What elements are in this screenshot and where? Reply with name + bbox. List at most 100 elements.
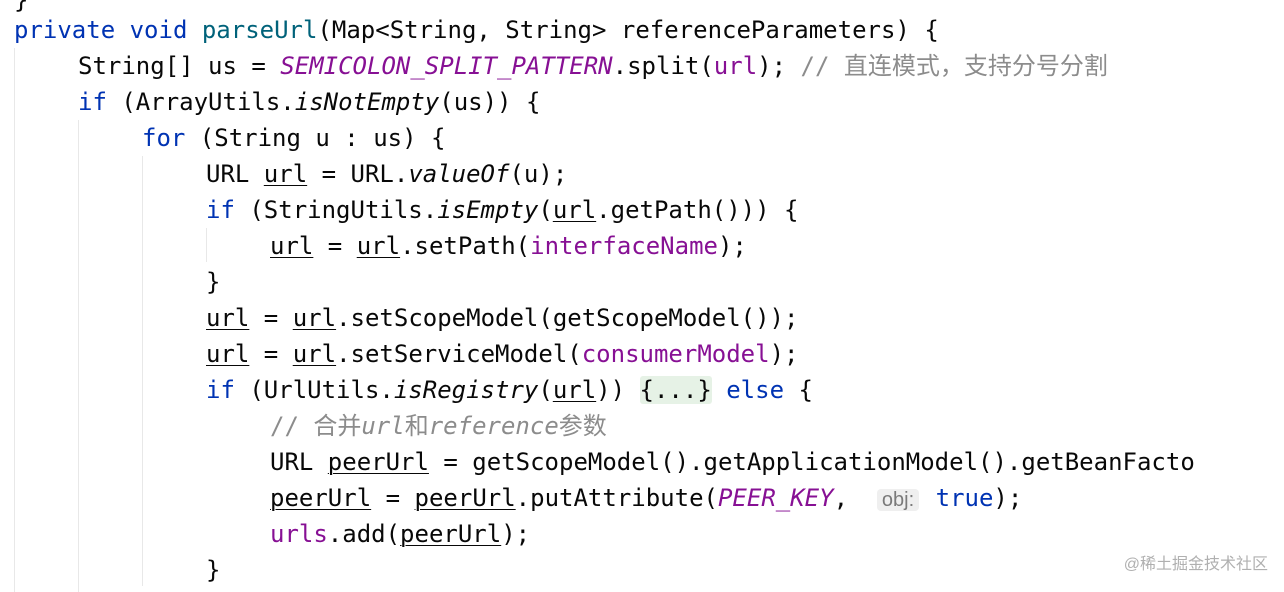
field: url (713, 52, 758, 80)
closing-brace: } (206, 556, 221, 584)
watermark: @稀土掘金技术社区 (1123, 556, 1268, 573)
variable: url (206, 340, 250, 368)
keyword: if (206, 376, 235, 404)
keyword: for (142, 124, 186, 152)
variable: url (356, 232, 401, 260)
code-text: { (784, 376, 813, 404)
code-text: , (833, 484, 877, 512)
code-text: ); (501, 520, 531, 548)
code-line[interactable]: url = url.setScopeModel(getScopeModel())… (206, 300, 798, 336)
code-line[interactable]: if (ArrayUtils.isNotEmpty(us)) { (78, 84, 540, 120)
code-text: (u); (509, 160, 568, 188)
method-name: parseUrl (201, 16, 318, 44)
keyword: if (78, 88, 107, 116)
code-text: = (371, 484, 415, 512)
variable: url (263, 160, 308, 188)
code-text (921, 484, 935, 512)
code-text: ); (757, 52, 801, 80)
code-text: (ArrayUtils. (106, 88, 295, 116)
code-text: )) (596, 376, 640, 404)
keyword: true (935, 484, 994, 512)
code-fragment: } (14, 0, 29, 14)
code-text: = (249, 304, 293, 332)
variable: peerUrl (414, 484, 516, 512)
code-line[interactable]: peerUrl = peerUrl.putAttribute(PEER_KEY,… (270, 480, 1022, 516)
code-text: (StringUtils. (234, 196, 438, 224)
variable: url (292, 304, 337, 332)
code-text: (us)) { (439, 88, 541, 116)
code-text: .setServiceModel( (336, 340, 582, 368)
static-method: isRegistry (393, 376, 539, 404)
code-text: = getScopeModel().getApplicationModel().… (428, 448, 1195, 476)
code-line[interactable]: String[] us = SEMICOLON_SPLIT_PATTERN.sp… (78, 48, 1108, 84)
comment: 和 (404, 412, 429, 440)
field: consumerModel (581, 340, 770, 368)
code-line[interactable]: url = url.setPath(interfaceName); (270, 228, 747, 264)
code-text: .setScopeModel(getScopeModel()); (336, 304, 799, 332)
comment: // 直连模式，支持分号分割 (800, 52, 1108, 80)
folded-code-region[interactable]: {...} (639, 376, 712, 404)
field: interfaceName (530, 232, 718, 260)
code-text: ); (993, 484, 1023, 512)
code-line[interactable]: url = url.setServiceModel(consumerModel)… (206, 336, 798, 372)
code-text: URL (206, 160, 264, 188)
constant: PEER_KEY (717, 484, 834, 512)
code-line[interactable]: urls.add(peerUrl); (270, 516, 530, 552)
code-line[interactable]: URL url = URL.valueOf(u); (206, 156, 567, 192)
variable: peerUrl (270, 484, 372, 512)
indent-guide (142, 156, 143, 586)
code-text: .split( (612, 52, 714, 80)
keyword: if (206, 196, 235, 224)
static-method: isEmpty (437, 196, 539, 224)
keyword: else (726, 376, 785, 404)
closing-brace: } (206, 268, 221, 296)
variable: url (552, 376, 597, 404)
code-text: .putAttribute( (515, 484, 718, 512)
code-text: = (313, 232, 357, 260)
code-text: ( (538, 376, 553, 404)
code-text: .setPath( (400, 232, 531, 260)
code-text: String[] us = (78, 52, 281, 80)
indent-guide (78, 120, 79, 592)
keyword: void (129, 16, 188, 44)
static-method: valueOf (408, 160, 510, 188)
comment: 参数 (558, 412, 607, 440)
static-method: isNotEmpty (294, 88, 440, 116)
code-text: ); (717, 232, 747, 260)
indent-guide (14, 48, 15, 592)
code-text (712, 376, 726, 404)
code-text: (UrlUtils. (234, 376, 394, 404)
code-text (115, 16, 129, 44)
comment: url (361, 412, 405, 440)
code-line[interactable]: } (206, 552, 220, 588)
code-line[interactable]: } (206, 264, 220, 300)
variable: url (292, 340, 337, 368)
comment: reference (428, 412, 559, 440)
parameter-hint: obj: (876, 489, 920, 511)
code-line[interactable]: URL peerUrl = getScopeModel().getApplica… (270, 444, 1195, 480)
code-line[interactable]: // 合并url和reference参数 (270, 408, 607, 444)
code-text: (String u : us) { (185, 124, 446, 152)
code-text: = URL. (307, 160, 409, 188)
field: urls (270, 520, 328, 548)
comment: // 合并 (270, 412, 362, 440)
code-text (187, 16, 201, 44)
code-text: ); (769, 340, 799, 368)
code-text: .getPath())) { (596, 196, 799, 224)
variable: peerUrl (400, 520, 502, 548)
variable: url (270, 232, 314, 260)
code-text: ( (538, 196, 553, 224)
code-text: URL (270, 448, 328, 476)
variable: url (206, 304, 250, 332)
code-text: = (249, 340, 293, 368)
code-text: .add( (327, 520, 401, 548)
code-line[interactable]: for (String u : us) { (142, 120, 445, 156)
constant: SEMICOLON_SPLIT_PATTERN (280, 52, 613, 80)
code-line[interactable]: private void parseUrl(Map<String, String… (14, 12, 939, 48)
code-text: (Map<String, String> referenceParameters… (317, 16, 939, 44)
variable: url (552, 196, 597, 224)
code-line[interactable]: if (UrlUtils.isRegistry(url)) {...} else… (206, 372, 813, 408)
indent-guide (206, 228, 207, 262)
code-line[interactable]: if (StringUtils.isEmpty(url.getPath())) … (206, 192, 798, 228)
